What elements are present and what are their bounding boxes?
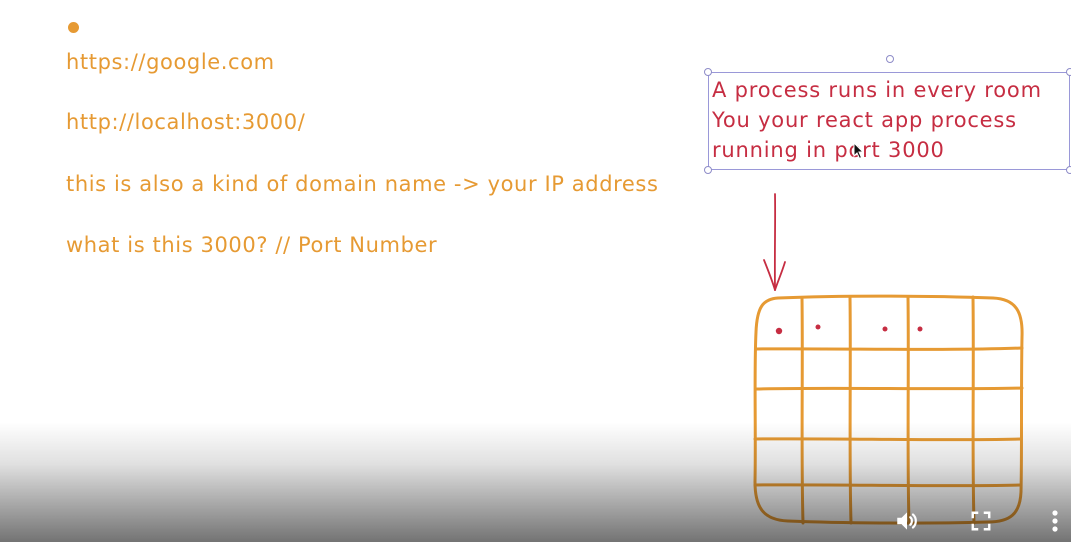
resize-handle-bottom-right[interactable] xyxy=(1066,166,1071,174)
fullscreen-button[interactable] xyxy=(966,506,996,536)
note-line-1: A process runs in every room xyxy=(712,78,1042,102)
rooms-grid-drawing xyxy=(753,294,1024,525)
resize-handle-top-left[interactable] xyxy=(704,68,712,76)
selection-box[interactable] xyxy=(708,72,1070,170)
bullet-dot xyxy=(68,22,79,33)
volume-button[interactable] xyxy=(892,506,922,536)
note-line-2: You your react app process xyxy=(712,108,1017,132)
down-arrow xyxy=(763,193,786,291)
resize-handle-top-right[interactable] xyxy=(1066,68,1071,76)
rotate-handle[interactable] xyxy=(886,55,894,63)
note-line-3: running in port 3000 xyxy=(712,138,945,162)
text-line-localhost: http://localhost:3000/ xyxy=(66,110,306,134)
text-line-port: what is this 3000? // Port Number xyxy=(66,233,438,257)
more-options-icon xyxy=(1052,510,1058,532)
mouse-cursor-icon xyxy=(853,142,865,160)
fullscreen-icon xyxy=(971,511,991,531)
resize-handle-bottom-left[interactable] xyxy=(704,166,712,174)
more-options-button[interactable] xyxy=(1040,506,1070,536)
text-line-domain: this is also a kind of domain name -> yo… xyxy=(66,172,659,196)
text-line-google: https://google.com xyxy=(66,50,275,74)
volume-icon xyxy=(897,512,917,530)
